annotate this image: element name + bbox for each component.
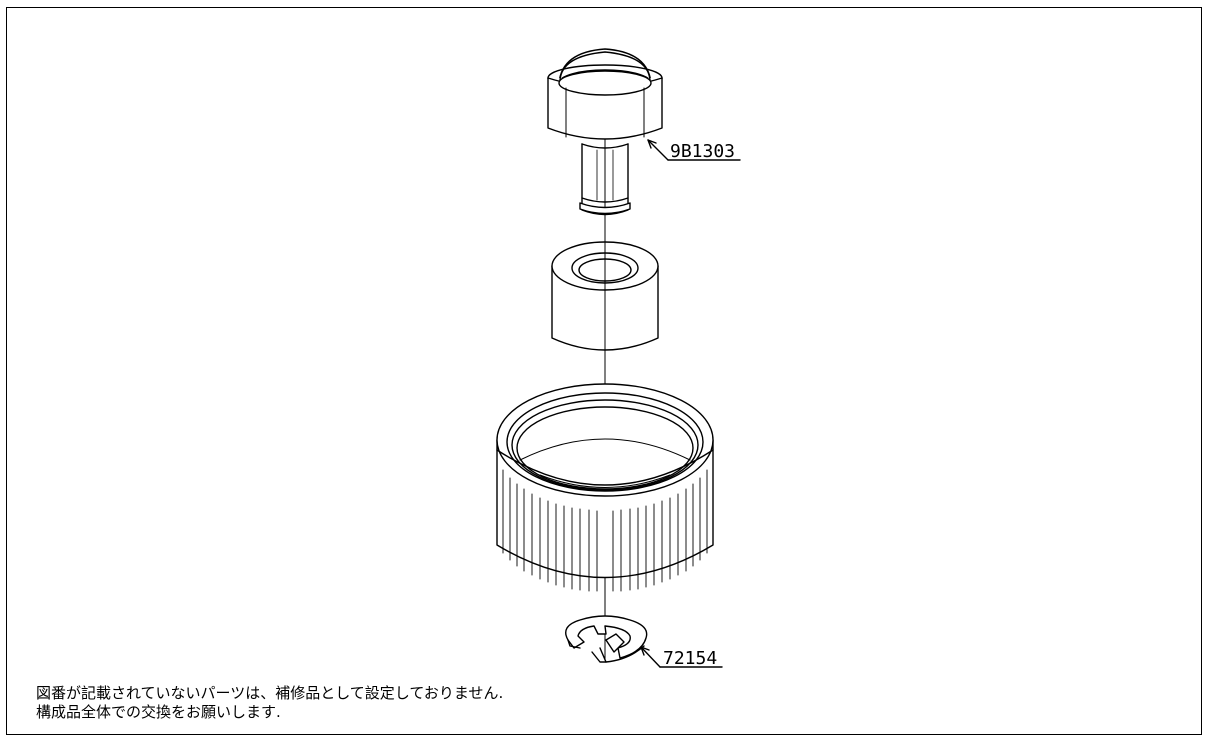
leader-9b1303 (647, 139, 741, 161)
part-number-9b1303: 9B1303 (670, 141, 735, 162)
note-line-2: 構成品全体での交換をお願いします. (36, 703, 281, 721)
part-72154-drawing (565, 615, 648, 663)
note-line-1: 図番が記載されていないパーツは、補修品として設定しておりません. (36, 684, 504, 702)
notes-block: 図番が記載されていないパーツは、補修品として設定しておりません. 構成品全体での… (36, 684, 503, 722)
spacer-ring-drawing (551, 239, 659, 356)
knurled-nut-drawing (496, 383, 714, 592)
part-number-72154: 72154 (663, 648, 717, 669)
part-9b1303-drawing (547, 48, 663, 216)
leader-72154 (640, 646, 723, 668)
drawing-frame (6, 7, 1202, 735)
